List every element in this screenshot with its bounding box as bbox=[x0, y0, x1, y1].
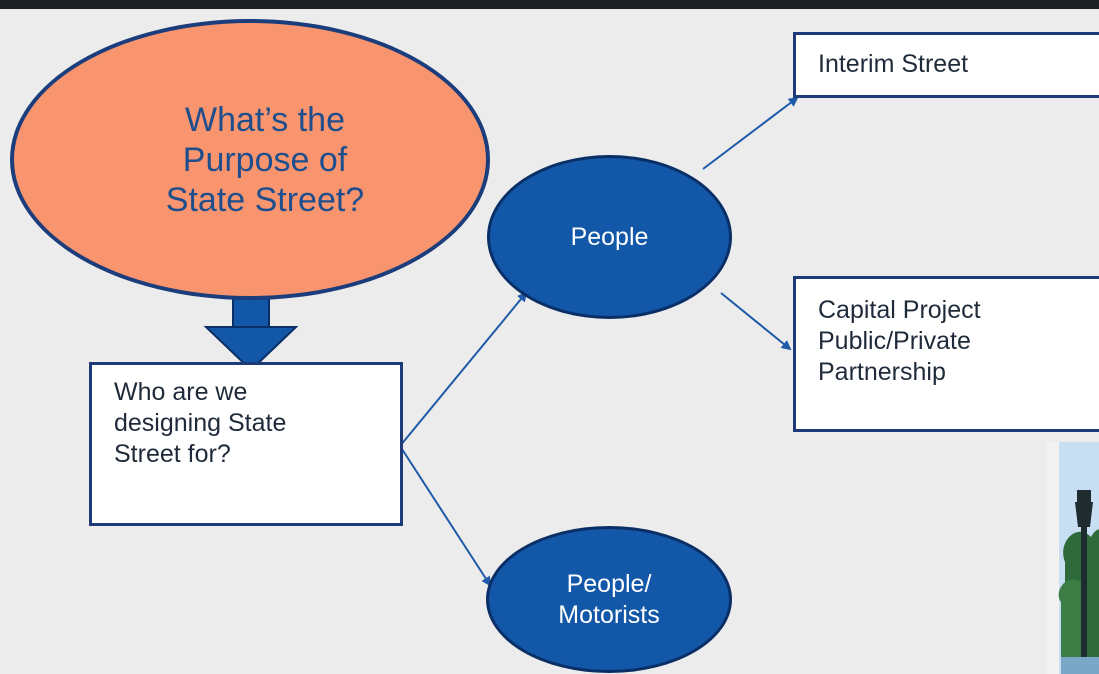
capital-project-box: Capital Project Public/Private Partnersh… bbox=[793, 276, 1099, 432]
people-motorists-text: People/ Motorists bbox=[558, 569, 660, 629]
question-box: Who are we designing State Street for? bbox=[89, 362, 403, 526]
arrow-to-capital bbox=[720, 292, 792, 351]
arrow-to-interim bbox=[702, 96, 799, 170]
arrow-to-people bbox=[399, 291, 528, 447]
question-box-text: Who are we designing State Street for? bbox=[114, 378, 287, 468]
main-question-text: What’s the Purpose of State Street? bbox=[165, 100, 365, 219]
slide: What’s the Purpose of State Street? Who … bbox=[0, 9, 1099, 674]
people-ellipse: People bbox=[487, 155, 732, 319]
interim-street-box: Interim Street bbox=[793, 32, 1099, 98]
arrow-to-people-motorists bbox=[399, 445, 492, 587]
people-motorists-ellipse: People/ Motorists bbox=[486, 526, 732, 673]
main-question-ellipse: What’s the Purpose of State Street? bbox=[10, 19, 490, 300]
capital-project-text: Capital Project Public/Private Partnersh… bbox=[818, 296, 981, 386]
interim-street-text: Interim Street bbox=[818, 50, 969, 78]
street-photo-art bbox=[1047, 442, 1099, 674]
street-photo bbox=[1047, 442, 1099, 674]
people-text: People bbox=[570, 222, 649, 251]
